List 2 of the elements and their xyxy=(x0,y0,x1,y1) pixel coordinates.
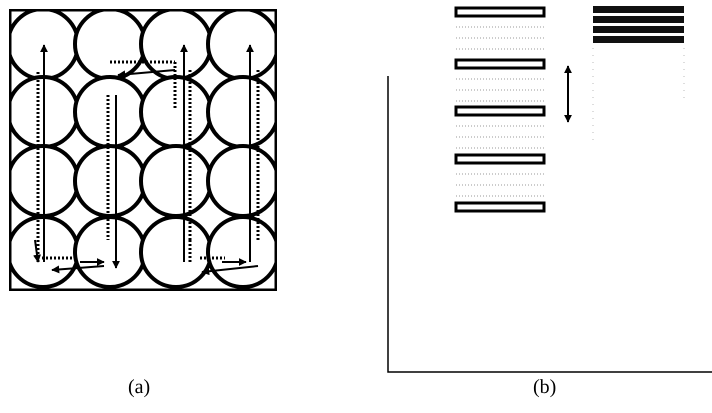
panel-label: (b) xyxy=(533,376,556,399)
panel-label: (a) xyxy=(128,376,150,399)
